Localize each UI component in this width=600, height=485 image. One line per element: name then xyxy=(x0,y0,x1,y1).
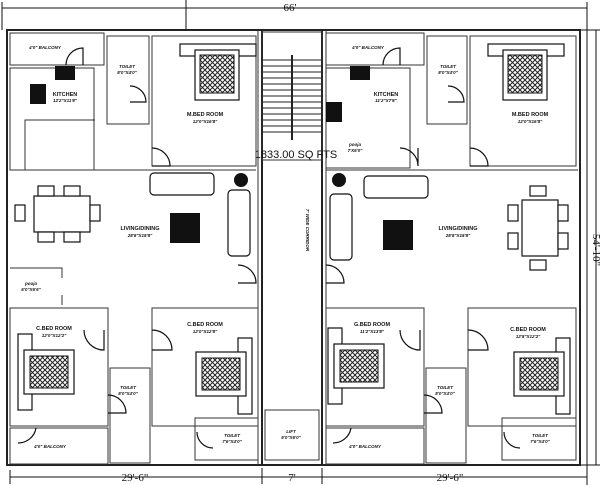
right-balcony-top-label: 4'0" BALCONY xyxy=(351,45,385,50)
dimension-bottom-right: 29'-6" xyxy=(437,472,464,484)
right-toilet-mid-size: 8'0"X4'0" xyxy=(435,391,455,396)
right-living-name: LIVING/DINING xyxy=(438,226,477,232)
left-toilet-top-size: 8'0"X4'0" xyxy=(117,70,137,75)
staircase xyxy=(261,31,323,161)
left-unit-walls xyxy=(9,32,259,465)
left-toilet-bottom-size: 7'6"X4'0" xyxy=(222,439,242,444)
doors xyxy=(17,47,521,449)
left-living-size: 28'8"X18'8" xyxy=(127,233,153,238)
lift-size: 6'0"X6'0" xyxy=(281,435,301,440)
living-furniture xyxy=(14,172,569,271)
left-child-bed-2-size: 12'0"X12'8" xyxy=(193,329,218,334)
left-master-bed-name: M.BED ROOM xyxy=(187,112,224,118)
dimension-bottom-left: 29'-6" xyxy=(122,472,149,484)
right-balcony-bottom-label: 4'0" BALCONY xyxy=(348,444,382,449)
right-child-bed-1-size: 11'2"X13'8" xyxy=(360,329,385,334)
corridor-label: 7' WIDE CORRIDOR xyxy=(305,209,310,252)
beds xyxy=(17,43,571,415)
left-pooja-name: pooja xyxy=(24,281,37,286)
right-toilet-bottom-name: TOILET xyxy=(532,433,549,438)
left-child-bed-1-name: C.BED ROOM xyxy=(36,326,72,332)
left-master-bed-size: 12'0"X16'8" xyxy=(193,119,218,124)
left-toilet-bottom-name: TOILET xyxy=(224,433,241,438)
right-master-bed-name: M.BED ROOM xyxy=(512,112,549,118)
right-toilet-bottom-size: 7'6"X4'0" xyxy=(530,439,550,444)
corridor xyxy=(264,409,320,461)
total-area-label: 1833.00 SQ FTS xyxy=(255,149,338,161)
kitchen-fixtures xyxy=(30,66,370,122)
left-balcony-bottom-label: 4'0" BALCONY xyxy=(33,444,67,449)
right-toilet-top-name: TOILET xyxy=(440,64,457,69)
right-pooja-name: pooja xyxy=(348,142,361,147)
right-child-bed-2-name: C.BED ROOM xyxy=(510,327,546,333)
left-toilet-mid-name: TOILET xyxy=(120,385,137,390)
dimension-right-height: 54'-10" xyxy=(590,234,600,266)
left-toilet-mid-size: 8'0"X4'0" xyxy=(118,391,138,396)
left-child-bed-2-name: C.BED ROOM xyxy=(187,322,223,328)
lift-label: LIFT xyxy=(286,429,297,434)
right-child-bed-2-size: 12'8"X12'2" xyxy=(516,334,541,339)
right-pooja-size: 7'X6'0" xyxy=(348,148,364,153)
right-toilet-top-size: 8'0"X4'0" xyxy=(438,70,458,75)
left-pooja-size: 6'0"X6'6" xyxy=(21,287,41,292)
right-kitchen-name: KITCHEN xyxy=(374,92,398,98)
left-living-name: LIVING/DINING xyxy=(120,226,159,232)
left-balcony-top-label: 4'0" BALCONY xyxy=(28,45,62,50)
dimension-bottom-center: 7' xyxy=(288,472,296,484)
right-master-bed-size: 12'0"X16'8" xyxy=(518,119,543,124)
left-kitchen-name: KITCHEN xyxy=(53,92,77,98)
dimension-top-width: 66' xyxy=(284,2,297,14)
left-kitchen-size: 12'2"X11'8" xyxy=(53,98,78,103)
right-toilet-mid-name: TOILET xyxy=(437,385,454,390)
outer-walls xyxy=(6,29,581,466)
left-toilet-top-name: TOILET xyxy=(119,64,136,69)
right-child-bed-1-name: G.BED ROOM xyxy=(354,322,390,328)
left-child-bed-1-size: 12'0"X12'2" xyxy=(42,333,67,338)
right-kitchen-size: 11'2"X7'8" xyxy=(375,98,397,103)
right-unit-walls xyxy=(325,32,578,465)
right-living-size: 28'8"X18'8" xyxy=(445,233,471,238)
